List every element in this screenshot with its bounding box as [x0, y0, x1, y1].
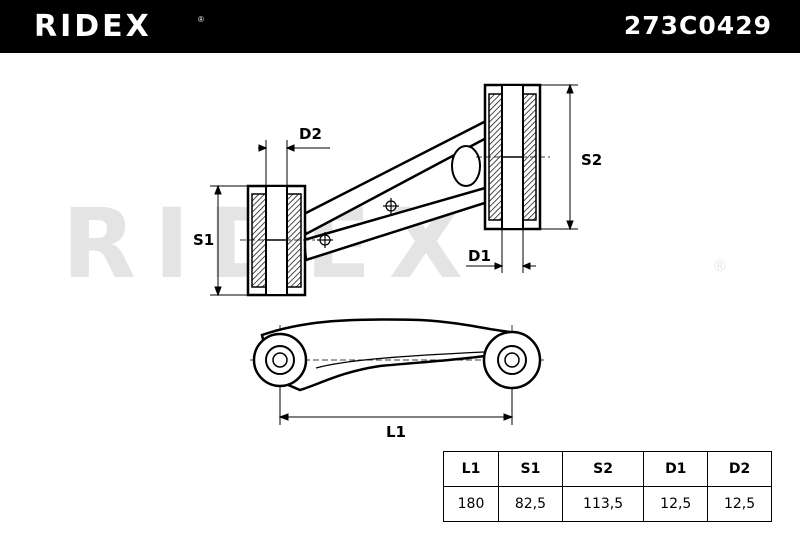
spec-value-cell: 180	[442, 486, 500, 522]
brand-logo: RIDEX	[34, 9, 152, 44]
brand-registered-mark: ®	[198, 15, 204, 24]
spec-header-cell: S1	[498, 451, 563, 487]
spec-value-cell: 113,5	[561, 486, 645, 522]
spec-value-cell: 82,5	[498, 486, 563, 522]
centre-marks	[317, 198, 399, 248]
left-bushing	[240, 184, 315, 297]
spec-value-cell: 12,5	[643, 486, 709, 522]
header-bar: RIDEX ® 273C0429	[0, 0, 800, 53]
arm-side-view	[298, 118, 496, 262]
spec-table: L1 S1 S2 D1 D2 180 82,5 113,5 12,5 12,5	[442, 451, 772, 522]
spec-header-cell: D2	[707, 451, 772, 487]
right-bushing	[476, 83, 550, 231]
label-d2: D2	[299, 125, 322, 143]
arm-web-slot	[451, 145, 481, 187]
label-s1: S1	[193, 231, 215, 249]
spec-header-cell: D1	[643, 451, 709, 487]
label-d1: D1	[468, 247, 491, 265]
label-s2: S2	[581, 151, 603, 169]
spec-header-cell: S2	[561, 451, 645, 487]
spec-header-row: L1 S1 S2 D1 D2	[442, 451, 772, 487]
label-l1: L1	[386, 423, 406, 441]
watermark-registered-mark: ®	[714, 258, 726, 275]
spec-value-cell: 12,5	[707, 486, 772, 522]
arm-plan-view	[250, 318, 545, 395]
spec-header-cell: L1	[442, 451, 500, 487]
part-number: 273C0429	[623, 11, 772, 40]
spec-value-row: 180 82,5 113,5 12,5 12,5	[442, 486, 772, 522]
